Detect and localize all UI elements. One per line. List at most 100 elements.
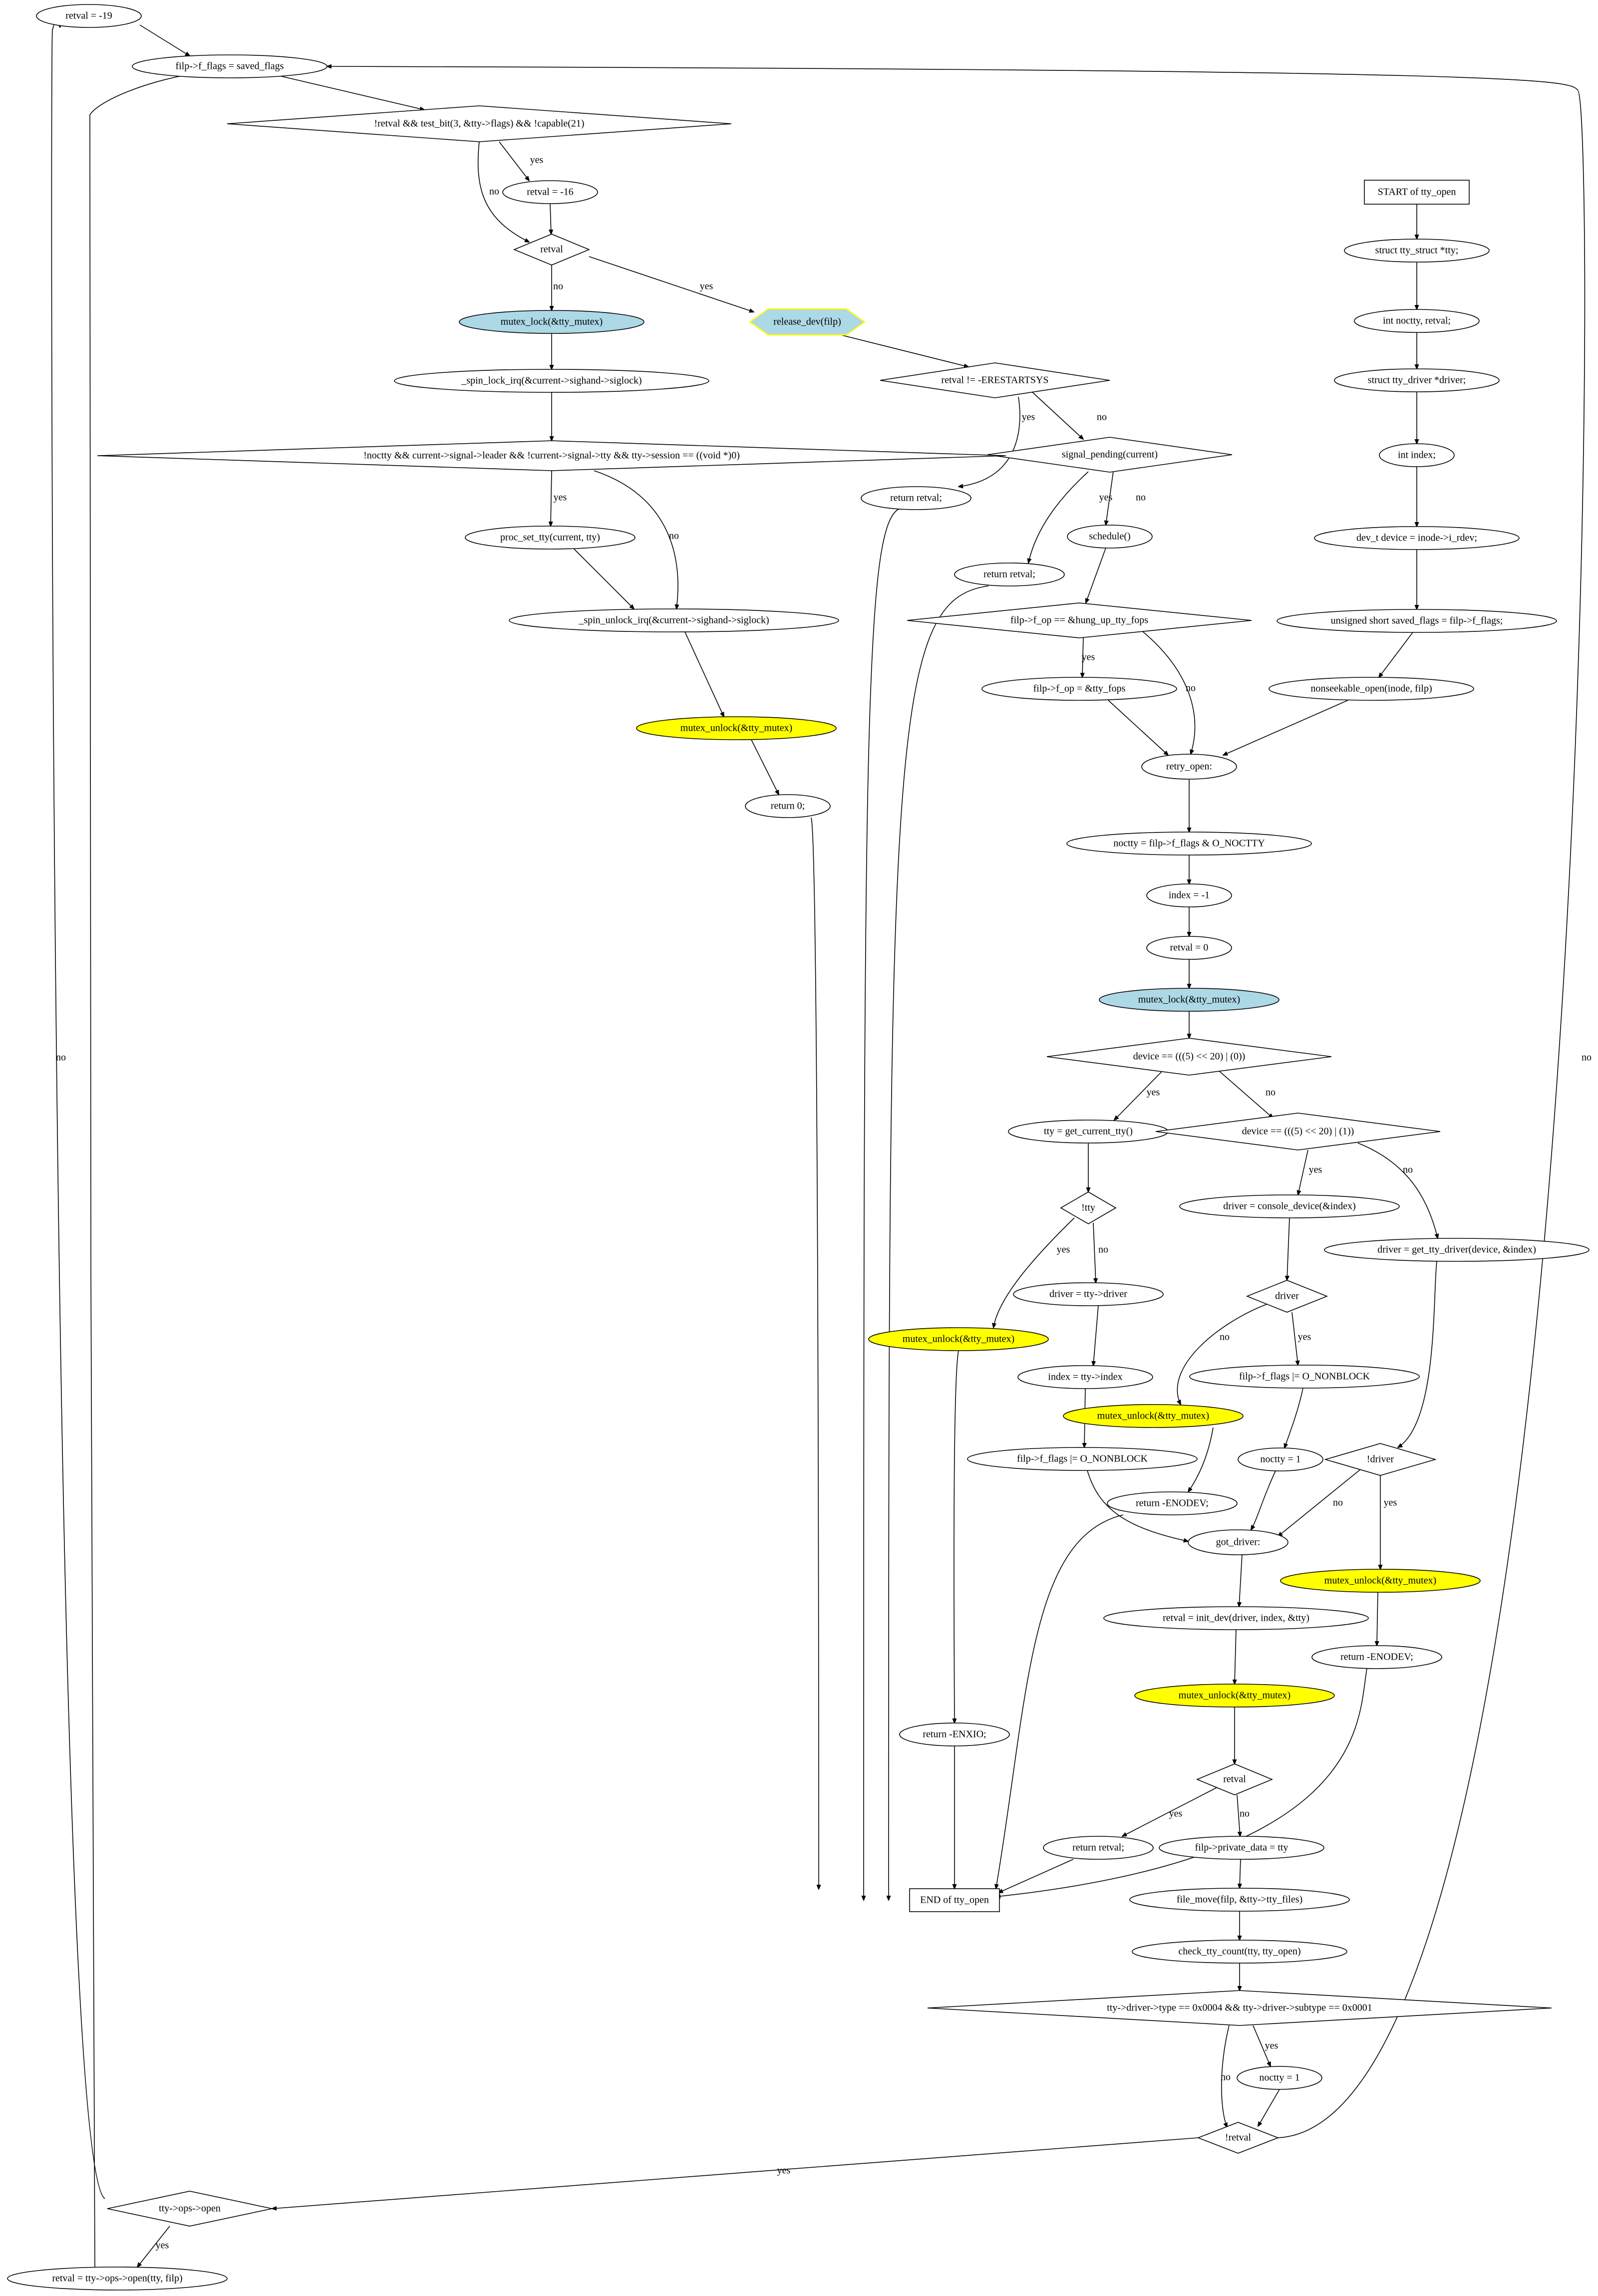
node-label: return -ENODEV; [1136,1498,1209,1509]
edge-dev_cond1-to-get_cur: yes [1114,1070,1164,1120]
edge-proc_set-to-spin_unlock [574,549,634,609]
node-retval-cond2: retval [513,234,591,266]
node-nonseekable: nonseekable_open(inode, filp) [1269,677,1474,701]
node-label: tty->ops->open [159,2203,221,2214]
node-ellipse-shape [1237,2066,1322,2090]
edge-line [1239,1554,1243,1607]
node-ellipse-shape [394,369,709,393]
edge-line [279,75,424,110]
edge-line [51,14,105,2199]
node-unlock-d: mutex_unlock(&tty_mutex) [1134,1684,1335,1708]
node-unlock-a: mutex_unlock(&tty_mutex) [868,1327,1049,1351]
edge-line [1240,1859,1241,1888]
node-diamond-shape [1246,1280,1328,1313]
node-ellipse-shape [1013,1282,1164,1306]
node-label: int noctty, retval; [1383,315,1451,326]
node-ellipse-shape [636,716,837,740]
edge-erestart_cond-to-sig_pending: no [1030,390,1107,439]
node-label: driver = console_device(&index) [1223,1201,1356,1212]
node-diamond-shape [927,1990,1552,2026]
node-label: !retval && test_bit(3, &tty->flags) && !… [374,118,584,129]
node-start: START of tty_open [1364,180,1470,205]
node-label: START of tty_open [1378,187,1456,198]
node-decl-device: dev_t device = inode->i_rdev; [1314,526,1520,550]
edge-line [589,256,754,312]
node-ellipse-shape [1063,1404,1244,1428]
edge-ops_open-to-retval_open: yes [137,2226,170,2267]
node-label: nonseekable_open(inode, filp) [1310,683,1432,694]
edge-hungup_cond-to-set_fops: yes [1082,637,1095,677]
node-ellipse-shape [465,526,636,550]
node-label: release_dev(filp) [773,316,841,327]
node-noctty-1b: noctty = 1 [1237,2066,1322,2090]
node-lock-b: mutex_lock(&tty_mutex) [459,310,644,334]
edge-drv_from_tty-to-idx_from_tty [1093,1305,1099,1366]
node-decl-noctty: int noctty, retval; [1354,309,1480,333]
node-label: filp->f_op = &tty_fops [1033,683,1126,694]
edge-label: no [1098,1244,1108,1255]
edge-line [1291,1312,1298,1365]
node-ops-open: tty->ops->open [107,2191,273,2227]
node-ellipse-shape [1324,1238,1590,1262]
edge-not_retval-to-ops_open: yes [272,2137,1199,2209]
node-ellipse-shape [1067,525,1153,549]
node-label: retval [540,244,563,255]
edge-pty_cond-to-not_retval: no [1221,2025,1231,2127]
edge-retval_cond2-to-release_dev: yes [589,256,754,312]
node-label: file_move(filp, &tty->tty_files) [1177,1894,1302,1905]
node-dev-cond2: device == (((5) << 20) | (1)) [1155,1113,1441,1150]
edge-not_driver-to-unlock_c: yes [1380,1475,1397,1569]
node-label: proc_set_tty(current, tty) [500,532,600,543]
edge-line [1298,1149,1308,1195]
node-ellipse-shape [1238,1447,1323,1471]
node-ellipse-shape [1099,988,1279,1012]
edge-ret_enodev_b-to-end [996,1668,1367,1897]
node-diamond-shape [1197,2122,1279,2154]
edge-release_dev-to-erestart_cond [838,334,968,367]
edge-line [1188,1427,1214,1492]
node-ellipse-shape [459,310,644,334]
node-label: tty->driver->type == 0x0004 && tty->driv… [1107,2003,1372,2013]
edge-label: no [1403,1164,1413,1175]
node-proc-set: proc_set_tty(current, tty) [465,526,636,550]
node-hexagon-shape [748,308,866,336]
edge-line [1379,632,1413,677]
node-label: index = -1 [1169,890,1210,901]
edge-dev_cond1-to-dev_cond2: no [1218,1070,1276,1118]
node-label: retval = -19 [65,10,112,21]
edge-line [499,141,529,181]
node-label: filp->private_data = tty [1195,1842,1288,1853]
node-erestart-cond: retval != -ERESTARTSYS [880,362,1110,398]
edge-line [864,509,899,1900]
node-retry-open: retry_open: [1141,754,1237,780]
node-label: return retval; [983,569,1035,580]
node-label: struct tty_struct *tty; [1375,245,1459,256]
node-ellipse-shape [1107,1491,1238,1515]
node-diamond-shape [97,440,1006,471]
node-ret-enxio: return -ENXIO; [899,1722,1010,1746]
node-ellipse-shape [1280,1569,1481,1593]
edge-label: yes [156,2240,169,2251]
node-label: retval = 0 [1170,942,1209,953]
node-dev-cond1: device == (((5) << 20) | (0)) [1046,1038,1332,1076]
edge-line [684,631,724,717]
node-label: return -ENXIO; [923,1729,986,1740]
edge-line [1028,471,1089,563]
edge-line [137,2226,170,2267]
node-ret-retval-d: return retval; [954,563,1065,586]
node-label: driver = tty->driver [1049,1289,1127,1300]
edge-label: no [553,281,563,292]
node-label: mutex_unlock(&tty_mutex) [903,1334,1014,1345]
node-set-fops: filp->f_op = &tty_fops [981,677,1177,701]
node-label: driver = get_tty_driver(device, &index) [1377,1244,1536,1255]
node-ellipse-shape [1132,1940,1347,1964]
edge-label: yes [777,2165,791,2176]
edge-line [1357,1143,1438,1238]
edge-line [551,470,552,526]
edge-label: no [1221,2072,1231,2083]
node-ellipse-shape [1129,1888,1350,1912]
node-ellipse-shape [899,1722,1010,1746]
edge-label: no [669,531,679,542]
edge-schedule-to-hungup_cond [1086,548,1106,603]
edge-label: yes [1022,412,1035,423]
